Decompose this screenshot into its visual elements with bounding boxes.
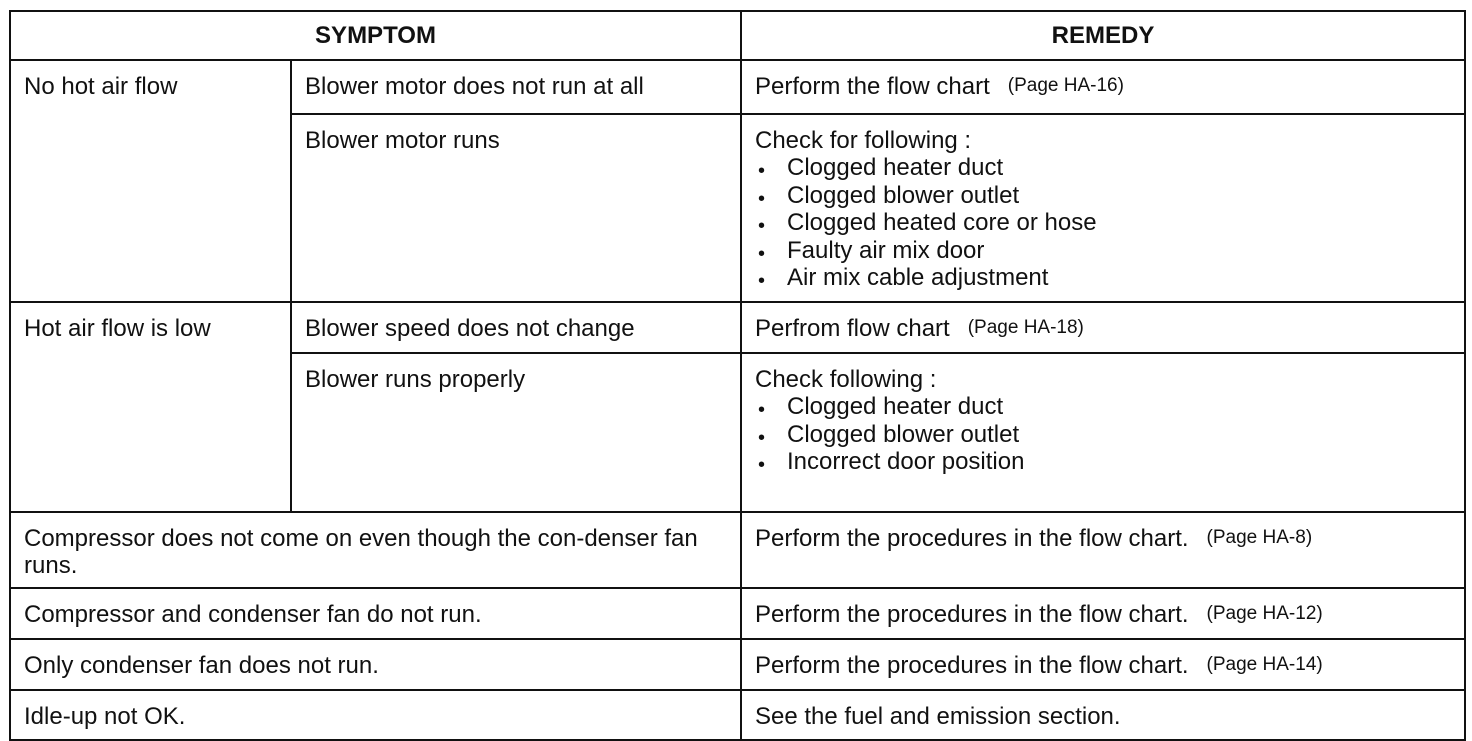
bullet-icon: •: [758, 454, 766, 476]
remedy-cell: Perfrom flow chart (Page HA-18): [740, 301, 1466, 354]
page-reference: (Page HA-8): [1206, 527, 1313, 548]
symptom-cell: Hot air flow is low: [9, 301, 292, 513]
remedy-cell: See the fuel and emission section.: [740, 689, 1466, 741]
list-item: •Clogged blower outlet: [755, 421, 1451, 449]
condition-cell: Blower motor runs: [290, 113, 742, 303]
list-item: •Faulty air mix door: [755, 237, 1451, 265]
remedy-text: Check following :: [755, 366, 937, 393]
table-row: No hot air flow Blower motor does not ru…: [9, 59, 1466, 303]
symptom-header: SYMPTOM: [9, 10, 742, 61]
table-row: Blower motor runs Check for following : …: [10, 113, 1466, 303]
table-row: Compressor and condenser fan do not run.…: [9, 587, 1466, 640]
list-item: •Clogged heater duct: [755, 393, 1451, 421]
bullet-icon: •: [758, 270, 766, 292]
remedy-text: Check for following :: [755, 127, 972, 154]
list-item: •Clogged blower outlet: [755, 182, 1451, 210]
symptom-cell: Compressor and condenser fan do not run.: [9, 587, 742, 640]
table-row: Idle-up not OK. See the fuel and emissio…: [9, 689, 1466, 741]
symptom-cell: Idle-up not OK.: [9, 689, 742, 741]
troubleshooting-table: SYMPTOM REMEDY No hot air flow Blower mo…: [9, 10, 1466, 741]
remedy-cell: Perform the procedures in the flow chart…: [740, 511, 1466, 589]
remedy-cell: Perform the procedures in the flow chart…: [740, 638, 1466, 691]
document-page: SYMPTOM REMEDY No hot air flow Blower mo…: [9, 10, 1466, 741]
remedy-text: Perform the flow chart: [755, 73, 990, 100]
remedy-cell: Check for following : •Clogged heater du…: [740, 113, 1466, 303]
list-item: •Clogged heated core or hose: [755, 209, 1451, 237]
bullet-icon: •: [758, 399, 766, 421]
page-reference: (Page HA-12): [1206, 603, 1323, 624]
list-item: •Air mix cable adjustment: [755, 264, 1451, 292]
remedy-cell: Perform the flow chart (Page HA-16): [740, 59, 1466, 115]
symptom-cell: Compressor does not come on even though …: [9, 511, 742, 589]
check-list: •Clogged heater duct •Clogged blower out…: [755, 393, 1451, 476]
list-item: •Incorrect door position: [755, 448, 1451, 476]
bullet-icon: •: [758, 426, 766, 449]
page-reference: (Page HA-18): [967, 317, 1084, 338]
table-row: Blower runs properly Check following : •…: [10, 352, 1466, 513]
check-list: •Clogged heater duct •Clogged blower out…: [755, 154, 1451, 292]
remedy-cell: Check following : •Clogged heater duct •…: [740, 352, 1466, 513]
page-reference: (Page HA-14): [1206, 654, 1323, 675]
condition-cell: Blower runs properly: [290, 352, 742, 513]
table-row: Hot air flow is low Blower speed does no…: [9, 301, 1466, 513]
bullet-icon: •: [758, 215, 766, 237]
symptom-cell: Only condenser fan does not run.: [9, 638, 742, 691]
header-row: SYMPTOM REMEDY: [9, 10, 1466, 61]
list-item: •Clogged heater duct: [755, 154, 1451, 182]
remedy-text: See the fuel and emission section.: [755, 703, 1121, 730]
remedy-header: REMEDY: [740, 10, 1466, 61]
remedy-text: Perform the procedures in the flow chart…: [755, 525, 1189, 552]
condition-cell: Blower speed does not change: [290, 301, 742, 354]
remedy-text: Perfrom flow chart: [755, 315, 950, 342]
bullet-icon: •: [758, 160, 766, 182]
condition-cell: Blower motor does not run at all: [290, 59, 742, 115]
table-row: Only condenser fan does not run. Perform…: [9, 638, 1466, 691]
remedy-text: Perform the procedures in the flow chart…: [755, 601, 1189, 628]
table-row: Compressor does not come on even though …: [9, 511, 1466, 589]
symptom-cell: No hot air flow: [9, 59, 292, 303]
page-reference: (Page HA-16): [1007, 75, 1124, 96]
remedy-cell: Perform the procedures in the flow chart…: [740, 587, 1466, 640]
bullet-icon: •: [758, 242, 766, 265]
bullet-icon: •: [758, 187, 766, 210]
remedy-text: Perform the procedures in the flow chart…: [755, 652, 1189, 679]
